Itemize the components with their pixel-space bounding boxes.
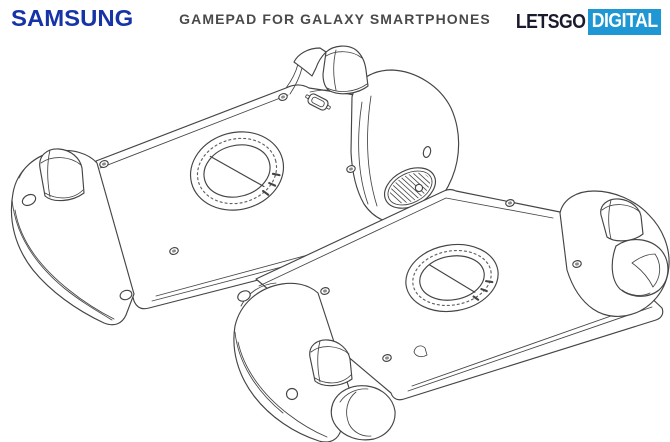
grip-hole [237, 290, 251, 302]
screw-hole [320, 287, 330, 295]
screw-hole [572, 260, 582, 268]
grip-hole [285, 387, 299, 401]
gamepad-figure-upper-left [10, 45, 460, 326]
shoulder-trigger [293, 45, 369, 95]
left-trigger-button [309, 339, 353, 387]
speaker-vent [384, 166, 436, 209]
bumper-trigger [330, 385, 396, 441]
left-grip [233, 282, 396, 442]
screw-hole [505, 199, 515, 207]
screw-hole [169, 247, 179, 255]
grip-hole [21, 193, 37, 207]
ring-diagonal-line [209, 155, 265, 188]
left-trigger-button [39, 148, 85, 202]
ring-diagonal-line [428, 264, 476, 293]
gamepad-figure-lower-right [233, 188, 670, 442]
right-grip [559, 190, 670, 317]
screw-hole [382, 354, 392, 362]
letsgo-wordmark: LETSGO [515, 10, 586, 33]
digital-wordmark: DIGITAL [587, 9, 661, 35]
cooling-ring [189, 131, 285, 211]
lock-slider [305, 93, 331, 111]
grip-hole [119, 289, 133, 301]
screw-hole [278, 93, 288, 101]
letsgodigital-logo: LETSGO DIGITAL [516, 9, 661, 35]
screw-hole [99, 160, 109, 168]
left-grip [10, 148, 135, 326]
page-title: GAMEPAD FOR GALAXY SMARTPHONES [179, 11, 491, 27]
samsung-logo: SAMSUNG [11, 5, 134, 32]
right-grip [350, 69, 460, 234]
right-trigger-button [600, 198, 644, 242]
bumper-trigger [611, 239, 669, 297]
screw-hole [346, 165, 356, 173]
cooling-ring [405, 243, 499, 313]
